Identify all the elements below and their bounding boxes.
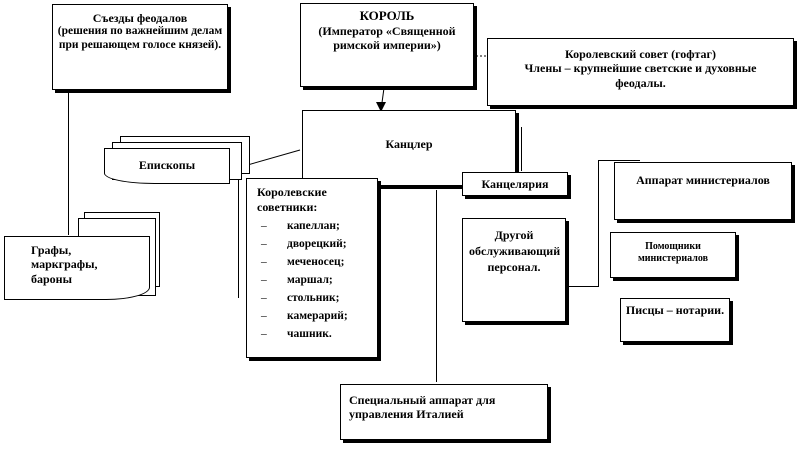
adviser-item: меченосец; (257, 253, 371, 271)
bishops-title: Епископы (138, 158, 196, 172)
advisers-title: Королевские советники: (257, 185, 327, 214)
king-title: КОРОЛЬ (359, 8, 415, 23)
king-subtitle: (Император «Священной римской империи») (318, 23, 456, 52)
connector-chancellor-right (521, 127, 522, 171)
congress-box: Съезды феодалов (решения по важнейшим де… (52, 4, 228, 90)
ministerial-apparatus-box: Аппарат министериалов (614, 162, 792, 220)
ministerial-apparatus-title: Аппарат министериалов (636, 173, 770, 187)
chancery-box: Канцелярия (462, 172, 568, 196)
counts-line-3: бароны (31, 271, 72, 286)
royal-council-members: Члены – крупнейшие светские и духовные ф… (524, 61, 757, 90)
bishops-box: Епископы (104, 148, 230, 184)
advisers-box: Королевские советники: капеллан; дворецк… (246, 178, 378, 358)
chancellor-title: Канцлер (385, 137, 433, 151)
congress-note: (решения по важнейшим делам при решающем… (57, 25, 223, 52)
advisers-list: капеллан; дворецкий; меченосец; маршал; … (257, 217, 371, 343)
adviser-item: камерарий; (257, 307, 371, 325)
ministerial-assistants-box: Помощники министериалов (610, 232, 736, 278)
other-staff-title: Другой обслуживающий персонал. (469, 228, 561, 274)
chancery-title: Канцелярия (481, 177, 549, 191)
counts-line-2: маркграфы, (31, 257, 98, 272)
adviser-item: капеллан; (257, 217, 371, 235)
adviser-item: чашник. (257, 325, 371, 343)
scribes-title: Писцы – нотарии. (625, 303, 725, 317)
adviser-item: маршал; (257, 271, 371, 289)
italy-box: Специальный аппарат для управления Итали… (340, 384, 548, 440)
ministerial-assistants-title: Помощники министериалов (637, 241, 709, 264)
counts-box: Графы, маркграфы, бароны (4, 236, 150, 300)
king-box: КОРОЛЬ (Император «Священной римской имп… (300, 3, 474, 87)
scribes-box: Писцы – нотарии. (620, 298, 730, 342)
arrow-head-king-chancellor (376, 102, 386, 112)
royal-council-title: Королевский совет (гофтаг) (564, 47, 717, 61)
connector-congress-counts (68, 92, 69, 235)
connector-chancellor-down (436, 190, 437, 382)
italy-title: Специальный аппарат для управления Итали… (349, 393, 496, 422)
connector-ministerial-v (598, 160, 599, 286)
connector-other-staff (568, 286, 599, 287)
congress-title: Съезды феодалов (92, 11, 188, 25)
adviser-item: стольник; (257, 289, 371, 307)
connector-ministerial-h (598, 160, 640, 161)
adviser-item: дворецкий; (257, 235, 371, 253)
counts-line-1: Графы, (31, 243, 72, 257)
connector-chancellor-left (238, 150, 239, 298)
other-staff-box: Другой обслуживающий персонал. (462, 218, 566, 322)
royal-council-box: Королевский совет (гофтаг) Члены – крупн… (487, 38, 794, 106)
